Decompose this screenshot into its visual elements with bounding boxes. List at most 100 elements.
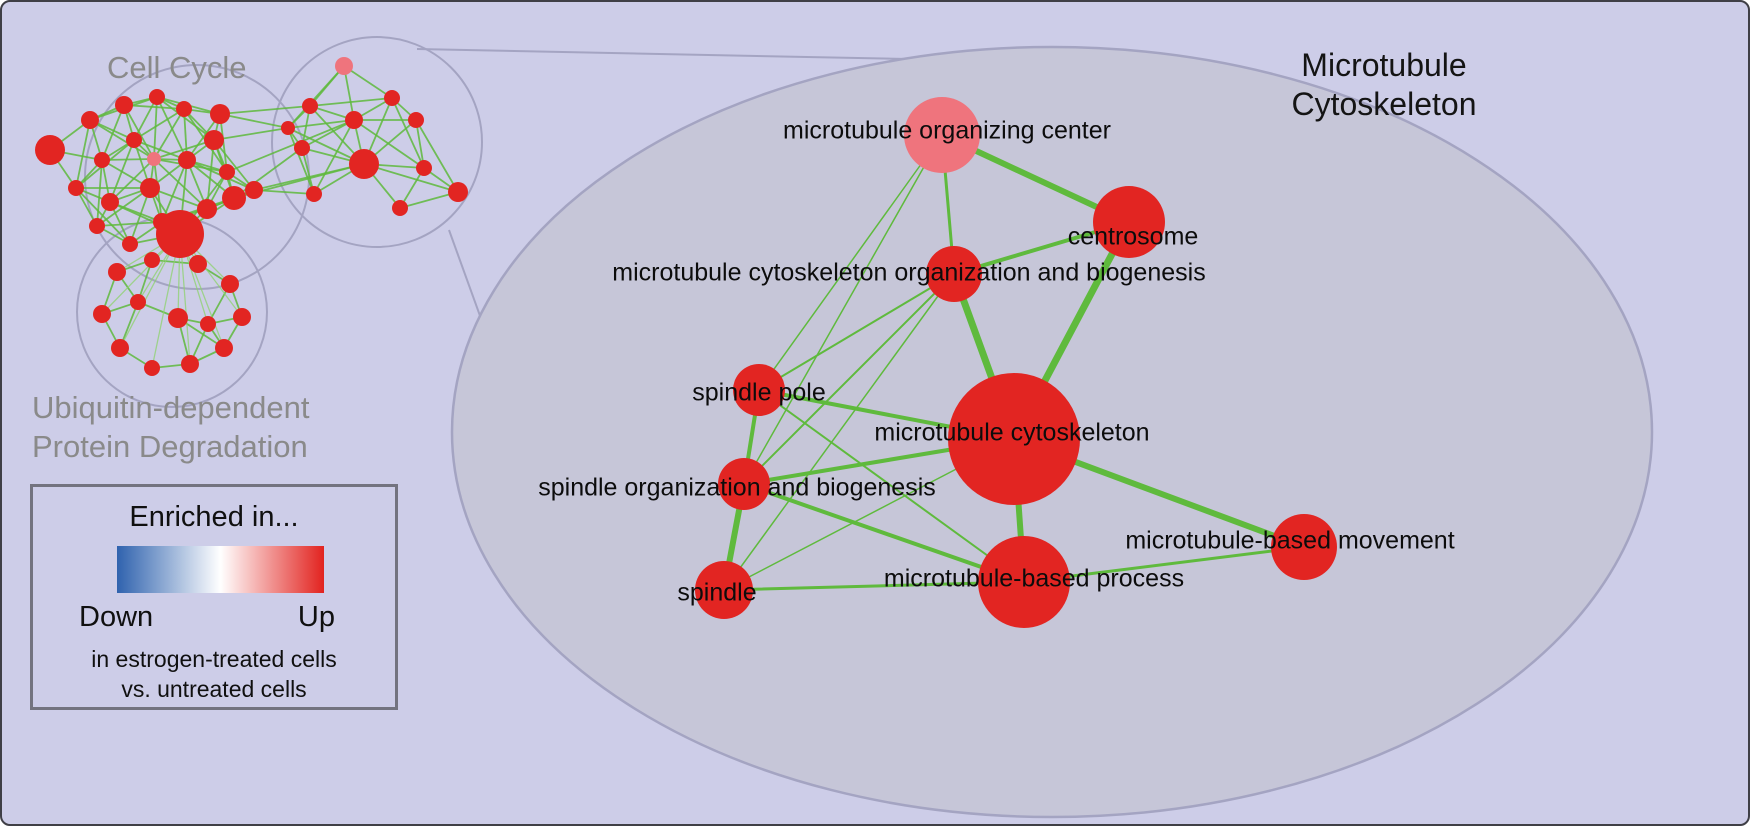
overview-edge — [287, 127, 315, 195]
node-mco_b — [926, 246, 982, 302]
overview-node — [335, 57, 353, 75]
node-spindle — [695, 561, 753, 619]
overview-edge — [219, 113, 289, 129]
cluster-label-ubiquitin: Ubiquitin-dependent Protein Degradation — [32, 388, 310, 466]
overview-edge — [153, 108, 185, 160]
overview-node — [189, 255, 207, 273]
node-label-mt_move: microtubule-based movement — [1125, 527, 1454, 555]
overview-node — [210, 104, 230, 124]
overview-edge — [153, 158, 208, 210]
overview-node — [168, 308, 188, 328]
overview-node — [93, 305, 111, 323]
overview-node — [35, 135, 65, 165]
overview-node — [302, 98, 318, 114]
overview-node — [221, 275, 239, 293]
overview-edge — [96, 187, 151, 227]
overview-node — [68, 180, 84, 196]
overview-edge — [161, 159, 188, 223]
zoom-edge-moc-spindle_pole — [758, 134, 943, 391]
overview-node — [448, 182, 468, 202]
node-spindle_org — [718, 458, 770, 510]
zoom-edge-spindle_org-mt_proc — [742, 482, 1026, 584]
legend-title: Enriched in... — [129, 501, 299, 533]
overview-node — [294, 140, 310, 156]
overview-node — [178, 151, 196, 169]
overview-edge — [133, 108, 185, 141]
overview-edge — [133, 96, 158, 141]
overview-edge — [343, 65, 393, 99]
zoom-network-labels: microtubule organizing center centrosome m… — [538, 117, 1454, 607]
zoom-region-title-line2: Cytoskeleton — [1291, 86, 1477, 122]
overview-edge — [219, 105, 311, 115]
overview-node — [144, 252, 160, 268]
overview-node — [115, 96, 133, 114]
overview-edge — [89, 119, 155, 160]
overview-node — [140, 178, 160, 198]
overview-edge — [309, 97, 393, 107]
node-label-mco_b: microtubule cytoskeleton organization an… — [612, 259, 1205, 287]
overview-node — [94, 152, 110, 168]
overview-node — [147, 152, 161, 166]
overview-node — [111, 339, 129, 357]
overview-edge — [213, 127, 289, 141]
node-moc — [904, 97, 980, 173]
cluster-label-ubiquitin-line2: Protein Degradation — [32, 429, 308, 464]
node-mt_cyto — [948, 373, 1080, 505]
node-label-spindle_pole: spindle pole — [692, 379, 825, 407]
overview-node — [215, 339, 233, 357]
overview-node — [245, 181, 263, 199]
cluster-label-ubiquitin-line1: Ubiquitin-dependent — [32, 390, 310, 425]
zoom-edge-spindle_pole-mt_proc — [758, 389, 1025, 583]
zoom-edge-mco_b-spindle_pole — [758, 273, 955, 391]
cluster-circle — [271, 36, 483, 248]
overview-node — [81, 111, 99, 129]
node-mt_proc — [978, 536, 1070, 628]
overview-node — [233, 308, 251, 326]
overview-node — [345, 111, 363, 129]
overview-edge — [109, 158, 155, 203]
overview-node — [149, 89, 165, 105]
zoom-edge-mt_proc-mt_move — [1022, 545, 1306, 584]
node-label-centrosome: centrosome — [1068, 223, 1199, 251]
overview-edge — [101, 104, 125, 161]
node-centrosome — [1093, 186, 1165, 258]
overview-node — [219, 164, 235, 180]
overview-edge — [391, 97, 425, 169]
overview-edge — [415, 119, 459, 193]
overview-node — [222, 186, 246, 210]
overview-edge — [343, 65, 355, 121]
overview-node — [197, 199, 217, 219]
overview-edge — [153, 139, 215, 160]
zoom-edge-moc-spindle_org — [743, 134, 943, 485]
overview-edge — [287, 119, 355, 129]
zoom-edge-mco_b-spindle — [723, 273, 955, 591]
overview-node — [130, 294, 146, 310]
node-label-moc: microtubule organizing center — [783, 117, 1111, 145]
overview-node — [281, 121, 295, 135]
legend-end-labels: Down Up — [33, 593, 395, 634]
zoom-region-title: Microtubule Cytoskeleton — [1254, 46, 1514, 124]
overview-edge — [101, 158, 155, 161]
node-label-spindle_org: spindle organization and biogenesis — [538, 474, 936, 502]
overview-edge — [156, 96, 215, 141]
overview-node — [204, 130, 224, 150]
legend-caption: in estrogen-treated cells vs. untreated … — [33, 644, 395, 704]
overview-node — [408, 112, 424, 128]
overview-edge — [415, 119, 425, 169]
legend-box: Enriched in... Down Up in estrogen-treat… — [30, 484, 398, 710]
overview-edge — [149, 187, 208, 210]
overview-node — [392, 200, 408, 216]
overview-node — [181, 355, 199, 373]
overview-node — [416, 160, 432, 176]
overview-network — [35, 36, 483, 408]
node-label-mt_proc: microtubule-based process — [884, 565, 1184, 593]
overview-edge — [399, 191, 459, 209]
overview-edge — [96, 159, 103, 227]
overview-edge — [226, 119, 355, 173]
overview-node — [349, 149, 379, 179]
node-label-spindle: spindle — [677, 579, 756, 607]
overview-node — [89, 218, 105, 234]
overview-edge — [96, 221, 163, 227]
